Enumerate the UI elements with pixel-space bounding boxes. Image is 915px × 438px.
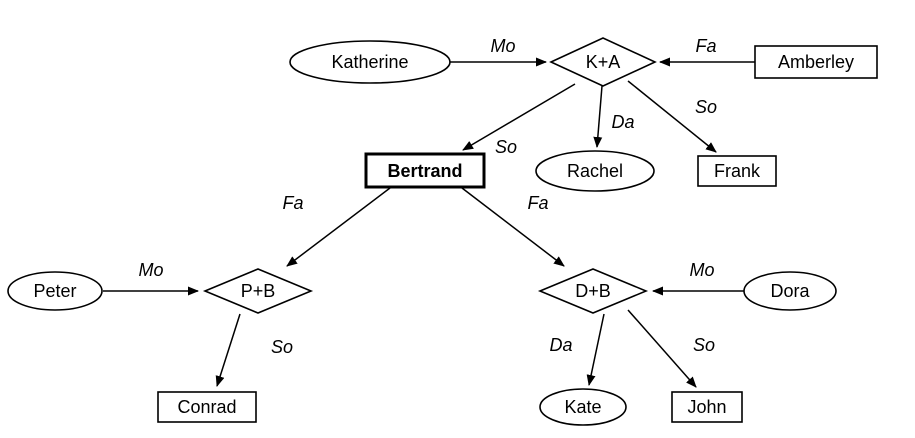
node-frank: Frank: [697, 155, 777, 187]
edge-label-da: Da: [549, 335, 572, 355]
edge-label-fa: Fa: [695, 36, 716, 56]
node-label: Peter: [33, 281, 76, 301]
ellipse-shape: [289, 40, 451, 84]
edge-label-fa: Fa: [527, 193, 548, 213]
edge-label-fa: Fa: [282, 193, 303, 213]
rect-shape: [697, 155, 777, 187]
edge-pb-conrad: So: [215, 313, 293, 387]
edge-db-kate: Da: [549, 313, 605, 386]
node-pb: P+B: [202, 268, 314, 314]
edge-label-mo: Mo: [138, 260, 163, 280]
node-conrad: Conrad: [157, 391, 257, 423]
node-db: D+B: [537, 268, 649, 314]
node-label: Rachel: [567, 161, 623, 181]
arrow-line: [215, 313, 241, 387]
arrow-line: [627, 309, 697, 388]
arrow-line: [286, 187, 391, 267]
node-label: Conrad: [177, 397, 236, 417]
edge-peter-pb: Mo: [103, 260, 199, 296]
node-kate: Kate: [539, 388, 627, 426]
node-label: P+B: [241, 281, 276, 301]
diamond-shape: [537, 268, 649, 314]
diamond-shape: [549, 37, 657, 87]
node-label: Dora: [770, 281, 810, 301]
rect-shape: [157, 391, 257, 423]
edge-amberley-ka: Fa: [659, 36, 755, 67]
arrow-line: [627, 80, 717, 153]
edge-label-so: So: [495, 137, 517, 157]
edge-label-da: Da: [611, 112, 634, 132]
arrow-line: [462, 83, 576, 151]
edge-ka-bertrand: So: [462, 83, 576, 157]
edge-db-john: So: [627, 309, 715, 388]
arrow-line: [461, 187, 565, 267]
edge-label-so: So: [695, 97, 717, 117]
node-dora: Dora: [743, 271, 837, 311]
edge-ka-frank: So: [627, 80, 717, 153]
node-label: John: [687, 397, 726, 417]
ellipse-shape: [535, 150, 655, 192]
edge-label-so: So: [693, 335, 715, 355]
edge-label-mo: Mo: [689, 260, 714, 280]
node-label: Amberley: [778, 52, 854, 72]
rect-shape: [754, 45, 878, 79]
edge-label-mo: Mo: [490, 36, 515, 56]
node-label: Kate: [564, 397, 601, 417]
node-peter: Peter: [7, 271, 103, 311]
node-john: John: [671, 391, 743, 423]
node-label: D+B: [575, 281, 611, 301]
node-ka: K+A: [549, 37, 657, 87]
rect-shape: [671, 391, 743, 423]
edge-bertrand-pb: Fa: [282, 187, 391, 267]
node-label: Katherine: [331, 52, 408, 72]
diamond-shape: [202, 268, 314, 314]
node-rachel: Rachel: [535, 150, 655, 192]
node-label: Bertrand: [387, 161, 462, 181]
edge-label-so: So: [271, 337, 293, 357]
ellipse-shape: [743, 271, 837, 311]
node-bertrand: Bertrand: [364, 152, 486, 189]
ellipse-shape: [539, 388, 627, 426]
edge-dora-db: Mo: [652, 260, 744, 296]
edge-ka-rachel: Da: [593, 85, 635, 148]
arrow-line: [586, 313, 605, 386]
node-label: K+A: [586, 52, 621, 72]
ellipse-shape: [7, 271, 103, 311]
arrow-line: [593, 85, 603, 148]
node-katherine: Katherine: [289, 40, 451, 84]
node-label: Frank: [714, 161, 761, 181]
edge-katherine-ka: Mo: [450, 36, 547, 67]
rect-shape: [364, 152, 486, 189]
node-amberley: Amberley: [754, 45, 878, 79]
edge-bertrand-db: Fa: [461, 187, 565, 267]
